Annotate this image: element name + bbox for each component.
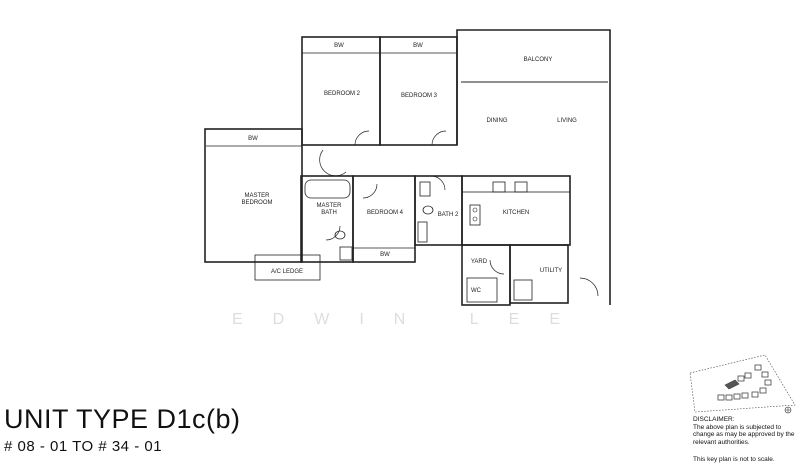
label-dining: DINING bbox=[487, 118, 508, 124]
label-master-bath-line2: BATH bbox=[321, 210, 337, 216]
label-balcony: BALCONY bbox=[524, 57, 553, 63]
disclaimer-heading: DISCLAIMER: bbox=[693, 416, 735, 423]
watermark: EDWIN LEE bbox=[232, 311, 590, 328]
label-kitchen: KITCHEN bbox=[503, 210, 529, 216]
label-bedroom-4: BEDROOM 4 bbox=[367, 210, 404, 216]
label-master-bath-line1: MASTER bbox=[316, 203, 342, 209]
label-bath-2: BATH 2 bbox=[438, 212, 459, 218]
label-wc: WC bbox=[471, 288, 482, 294]
label-yard: YARD bbox=[471, 259, 488, 265]
unit-type-title: UNIT TYPE D1c(b) bbox=[4, 404, 241, 434]
label-bw-bedroom-4: BW bbox=[380, 252, 390, 258]
label-bedroom-3: BEDROOM 3 bbox=[401, 93, 438, 99]
room-labels: BEDROOM 2 BEDROOM 3 BALCONY DINING LIVIN… bbox=[241, 43, 577, 294]
key-plan bbox=[689, 354, 796, 414]
label-bedroom-2: BEDROOM 2 bbox=[324, 91, 361, 97]
label-master-bedroom-line2: BEDROOM bbox=[241, 200, 272, 206]
unit-range: # 08 - 01 TO # 34 - 01 bbox=[4, 438, 163, 455]
disclaimer-text: The above plan is subjected to change as… bbox=[693, 423, 795, 446]
disclaimer: DISCLAIMER: The above plan is subjected … bbox=[693, 416, 799, 446]
label-living: LIVING bbox=[557, 118, 577, 124]
walls bbox=[204, 29, 611, 306]
label-bw-bedroom-3: BW bbox=[413, 43, 423, 49]
key-plan-note: This key plan is not to scale. bbox=[693, 456, 775, 463]
label-utility: UTILITY bbox=[540, 268, 562, 274]
label-bw-master: BW bbox=[248, 136, 258, 142]
label-ac-ledge: A/C LEDGE bbox=[271, 269, 303, 275]
label-master-bedroom-line1: MASTER bbox=[244, 193, 270, 199]
label-bw-bedroom-2: BW bbox=[334, 43, 344, 49]
